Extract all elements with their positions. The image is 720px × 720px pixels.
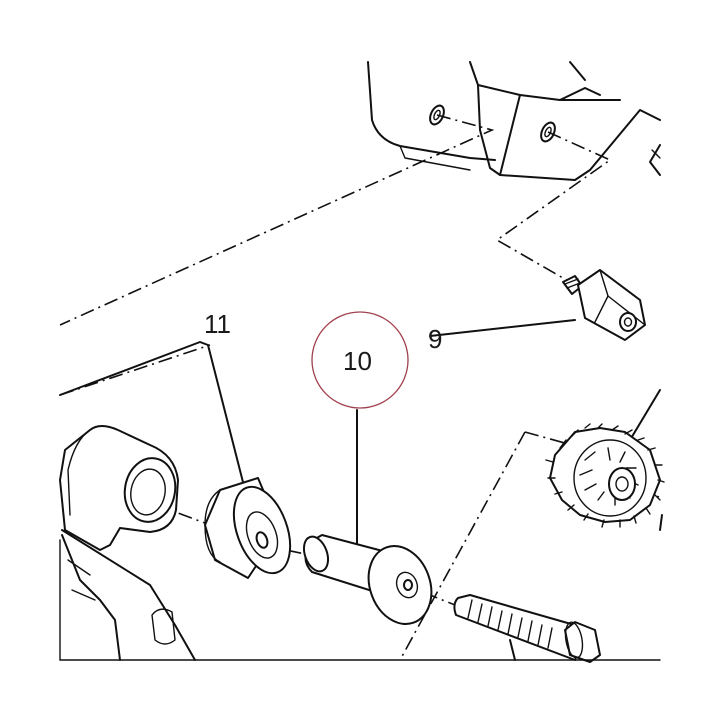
callout-9: 9 bbox=[428, 324, 442, 354]
part-11-leader bbox=[59, 341, 246, 491]
callout-10: 10 bbox=[343, 346, 372, 376]
flange-bolt bbox=[453, 594, 601, 663]
part-10-pin bbox=[302, 534, 433, 625]
part-11-bushing bbox=[204, 477, 292, 579]
lever-housing bbox=[59, 425, 196, 661]
gear bbox=[545, 389, 665, 531]
callout-11: 11 bbox=[204, 309, 231, 339]
part-9-hex-standoff bbox=[429, 269, 646, 341]
highlight-circle bbox=[311, 311, 409, 409]
mounting-bracket bbox=[367, 61, 661, 181]
